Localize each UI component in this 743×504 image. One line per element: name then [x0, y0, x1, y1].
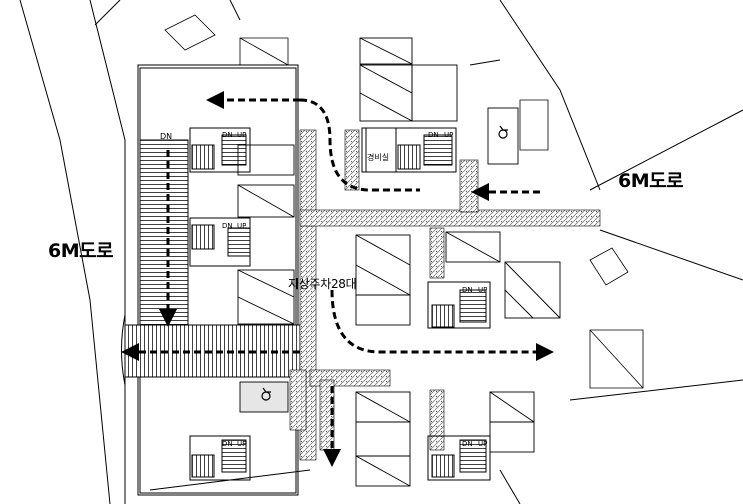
core-3: [365, 127, 457, 173]
up-label: UP: [237, 131, 247, 139]
road-label-left: 6M도로: [48, 240, 114, 262]
dn-label: DN: [428, 131, 439, 139]
parking-stalls: [237, 37, 561, 487]
site-boundary: [19, 0, 743, 504]
parking-count-label: 지상주차28대: [288, 277, 357, 291]
core-1: [189, 127, 251, 173]
up-label: UP: [237, 222, 247, 230]
traffic-flow-arrows: [121, 91, 554, 467]
guard-room: [361, 127, 397, 173]
core-units: [189, 127, 491, 481]
up-label: UP: [444, 131, 454, 139]
wheelchair-icon: [498, 125, 508, 139]
dn-label: DN: [160, 132, 173, 141]
wheelchair-icon: [261, 387, 271, 401]
paving-paths: [289, 129, 601, 461]
dn-label: DN: [462, 440, 473, 448]
dn-label: DN: [222, 131, 233, 139]
guard-room-label: 경비실: [367, 153, 390, 162]
dn-label: DN: [222, 440, 233, 448]
up-label: UP: [478, 286, 488, 294]
core-2: [189, 217, 251, 267]
dn-label: DN: [462, 286, 473, 294]
road-label-right: 6M도로: [618, 170, 684, 192]
core-6: [427, 435, 491, 481]
up-label: UP: [237, 440, 247, 448]
core-5: [189, 435, 251, 481]
up-label: UP: [478, 440, 488, 448]
core-4: [427, 281, 491, 329]
walkway-ns: [139, 139, 189, 327]
dn-label: DN: [222, 222, 233, 230]
